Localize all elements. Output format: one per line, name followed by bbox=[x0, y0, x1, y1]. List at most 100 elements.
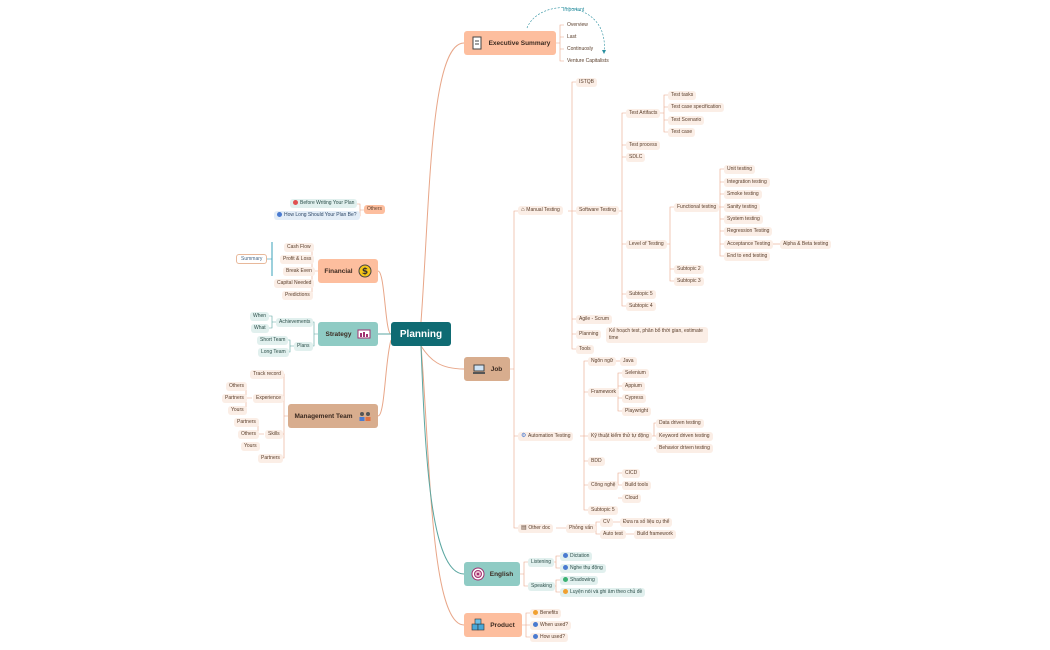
node-speaking[interactable]: Speaking bbox=[528, 582, 555, 591]
node-alpha-beta[interactable]: Alpha & Beta testing bbox=[780, 240, 832, 249]
node-automation-testing[interactable]: ⚙ Automation Testing bbox=[518, 432, 574, 441]
node-smoke-testing[interactable]: Smoke testing bbox=[724, 190, 762, 199]
node-auto-subtopic-5[interactable]: Subtopic 5 bbox=[588, 506, 618, 515]
node-regression-testing[interactable]: Regression Testing bbox=[724, 227, 773, 236]
topic-strategy[interactable]: Strategy bbox=[318, 322, 378, 346]
node-experience[interactable]: Experience bbox=[253, 394, 285, 403]
node-when[interactable]: When bbox=[250, 312, 270, 321]
topic-english[interactable]: English bbox=[464, 562, 520, 586]
node-build-tools[interactable]: Build tools bbox=[622, 481, 652, 490]
node-profit-loss[interactable]: Profit & Loss bbox=[280, 255, 315, 264]
node-subtopic-3[interactable]: Subtopic 3 bbox=[674, 277, 704, 286]
node-luyen-noi[interactable]: Luyện nói và ghi âm theo chủ đề bbox=[560, 588, 646, 597]
node-exp-partners[interactable]: Partners bbox=[222, 394, 247, 403]
node-how-used[interactable]: How used? bbox=[530, 633, 569, 642]
node-tools[interactable]: Tools bbox=[576, 345, 594, 354]
node-last[interactable]: Last bbox=[567, 34, 577, 40]
node-nghe-thu-dong[interactable]: Nghe thụ động bbox=[560, 564, 606, 573]
node-venture-capitalists[interactable]: Venture Capitalists bbox=[567, 58, 609, 64]
node-test-case-spec[interactable]: Test case specification bbox=[668, 103, 725, 112]
node-cicd[interactable]: CICD bbox=[622, 469, 641, 478]
node-others-group[interactable]: Others bbox=[364, 205, 386, 214]
node-playwright[interactable]: Playwright bbox=[622, 407, 652, 416]
node-shadowing[interactable]: Shadowing bbox=[560, 576, 598, 585]
node-functional-testing[interactable]: Functional testing bbox=[674, 203, 720, 212]
topic-management-team[interactable]: Management Team bbox=[288, 404, 378, 428]
node-planning[interactable]: Planning bbox=[576, 330, 602, 339]
node-when-used[interactable]: When used? bbox=[530, 621, 572, 630]
node-partners[interactable]: Partners bbox=[258, 454, 283, 463]
node-sdlc[interactable]: SDLC bbox=[626, 153, 646, 162]
node-integration-testing[interactable]: Integration testing bbox=[724, 178, 770, 187]
node-skills[interactable]: Skills bbox=[265, 430, 283, 439]
node-overview[interactable]: Overview bbox=[567, 22, 588, 28]
node-cash-flow[interactable]: Cash Flow bbox=[284, 243, 314, 252]
node-subtopic-4[interactable]: Subtopic 4 bbox=[626, 302, 656, 311]
node-ky-thuat[interactable]: Kỹ thuật kiểm thử tự động bbox=[588, 432, 652, 441]
node-subtopic-2[interactable]: Subtopic 2 bbox=[674, 265, 704, 274]
node-cv-note[interactable]: Đưa ra số liệu cụ thể bbox=[620, 518, 673, 527]
node-behavior-driven[interactable]: Behavior driven testing bbox=[656, 444, 713, 453]
node-keyword-driven[interactable]: Keyword driven testing bbox=[656, 432, 713, 441]
node-sanity-testing[interactable]: Sanity testing bbox=[724, 203, 761, 212]
topic-executive-summary[interactable]: Executive Summary bbox=[464, 31, 556, 55]
relation-label[interactable]: Important bbox=[563, 7, 585, 13]
node-data-driven[interactable]: Data driven testing bbox=[656, 419, 704, 428]
node-subtopic-5[interactable]: Subtopic 5 bbox=[626, 290, 656, 299]
node-achievements[interactable]: Achievements bbox=[276, 318, 314, 327]
node-other-doc[interactable]: ▤ Other doc bbox=[518, 524, 554, 533]
node-cv[interactable]: CV bbox=[600, 518, 613, 527]
node-skill-yours[interactable]: Yours bbox=[241, 442, 260, 451]
node-istqb[interactable]: ISTQB bbox=[576, 78, 598, 87]
node-auto-test[interactable]: Auto test bbox=[600, 530, 626, 539]
node-bdd[interactable]: BDD bbox=[588, 457, 605, 466]
node-before-writing[interactable]: Before Writing Your Plan bbox=[290, 199, 358, 208]
node-acceptance-testing[interactable]: Acceptance Testing bbox=[724, 240, 774, 249]
node-agile-scrum[interactable]: Agile - Scrum bbox=[576, 315, 613, 324]
node-appium[interactable]: Appium bbox=[622, 382, 645, 391]
node-continuosly[interactable]: Continuosly bbox=[567, 46, 594, 52]
node-level-of-testing[interactable]: Level of Testing bbox=[626, 240, 667, 249]
node-how-long[interactable]: How Long Should Your Plan Be? bbox=[274, 211, 360, 220]
node-test-process[interactable]: Test process bbox=[626, 141, 661, 150]
node-break-even[interactable]: Break Even bbox=[283, 267, 315, 276]
node-phong-van[interactable]: Phỏng vấn bbox=[566, 524, 596, 533]
topic-product[interactable]: Product bbox=[464, 613, 522, 637]
node-skill-partners[interactable]: Partners bbox=[234, 418, 259, 427]
node-skill-others[interactable]: Others bbox=[238, 430, 260, 439]
node-software-testing[interactable]: Software Testing bbox=[576, 206, 619, 215]
node-exp-others[interactable]: Others bbox=[226, 382, 248, 391]
node-end-to-end[interactable]: End to end testing bbox=[724, 252, 771, 261]
node-short-team[interactable]: Short Team bbox=[257, 336, 289, 345]
topic-job[interactable]: Job bbox=[464, 357, 510, 381]
node-cypress[interactable]: Cypress bbox=[622, 394, 647, 403]
node-cong-nghe[interactable]: Công nghệ bbox=[588, 481, 619, 490]
node-planning-note[interactable]: Kế hoạch test, phân bổ thời gian, estima… bbox=[606, 327, 708, 343]
node-system-testing[interactable]: System testing bbox=[724, 215, 763, 224]
node-test-case[interactable]: Test case bbox=[668, 128, 696, 137]
node-unit-testing[interactable]: Unit testing bbox=[724, 165, 756, 174]
node-predictions[interactable]: Predictions bbox=[282, 291, 313, 300]
node-framework[interactable]: Framework bbox=[588, 388, 620, 397]
node-manual-testing[interactable]: ⌂ Manual Testing bbox=[518, 206, 563, 215]
node-what[interactable]: What bbox=[251, 324, 269, 333]
node-test-scenario[interactable]: Test Scenario bbox=[668, 116, 705, 125]
node-java[interactable]: Java bbox=[620, 357, 637, 366]
node-plans[interactable]: Plans bbox=[294, 342, 313, 351]
node-exp-yours[interactable]: Yours bbox=[228, 406, 247, 415]
node-test-artifacts[interactable]: Test Artifacts bbox=[626, 109, 661, 118]
node-capital-needed[interactable]: Capital Needed bbox=[274, 279, 315, 288]
node-long-team[interactable]: Long Team bbox=[258, 348, 289, 357]
node-test-tasks[interactable]: Test tasks bbox=[668, 91, 697, 100]
node-track-record[interactable]: Track record bbox=[250, 370, 284, 379]
topic-financial[interactable]: Financial $ bbox=[318, 259, 378, 283]
node-listening[interactable]: Listening bbox=[528, 558, 555, 567]
node-ngon-ngu[interactable]: Ngôn ngữ bbox=[588, 357, 617, 366]
root-topic-planning[interactable]: Planning bbox=[391, 322, 451, 346]
node-benefits[interactable]: Benefits bbox=[530, 609, 562, 618]
node-build-framework[interactable]: Build framework bbox=[634, 530, 676, 539]
summary-label[interactable]: Summary bbox=[236, 254, 268, 264]
node-selenium[interactable]: Selenium bbox=[622, 369, 649, 378]
node-dictation[interactable]: Dictation bbox=[560, 552, 593, 561]
node-cloud[interactable]: Cloud bbox=[622, 494, 642, 503]
